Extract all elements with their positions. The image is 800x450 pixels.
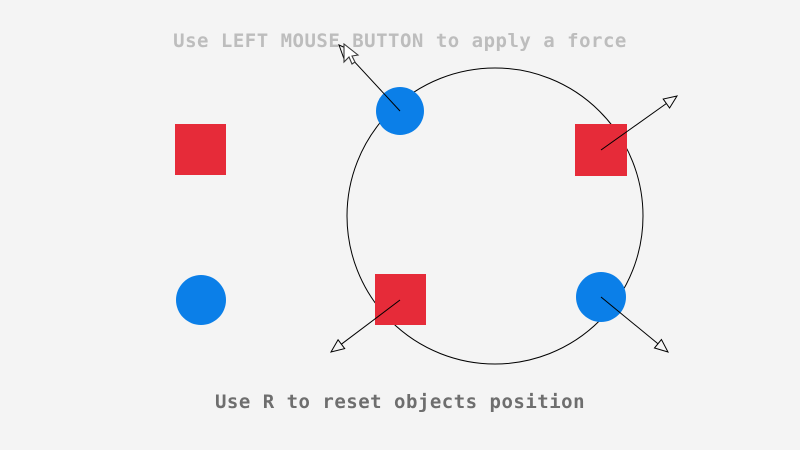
body-circle-bottom-left[interactable] (176, 275, 226, 325)
hint-text-reset-objects: Use R to reset objects position (214, 391, 586, 413)
body-square-left[interactable] (175, 124, 226, 175)
force-arrow-square-bottom-center (329, 299, 401, 353)
constraint-circle-outline (346, 67, 644, 365)
mouse-pointer-icon (343, 42, 360, 65)
force-arrow-circle-bottom-right (600, 296, 669, 353)
force-arrow-square-top-right (600, 95, 679, 151)
body-square-bottom-center[interactable] (375, 274, 426, 325)
hint-text-apply-force: Use LEFT MOUSE BUTTON to apply a force (173, 30, 627, 52)
